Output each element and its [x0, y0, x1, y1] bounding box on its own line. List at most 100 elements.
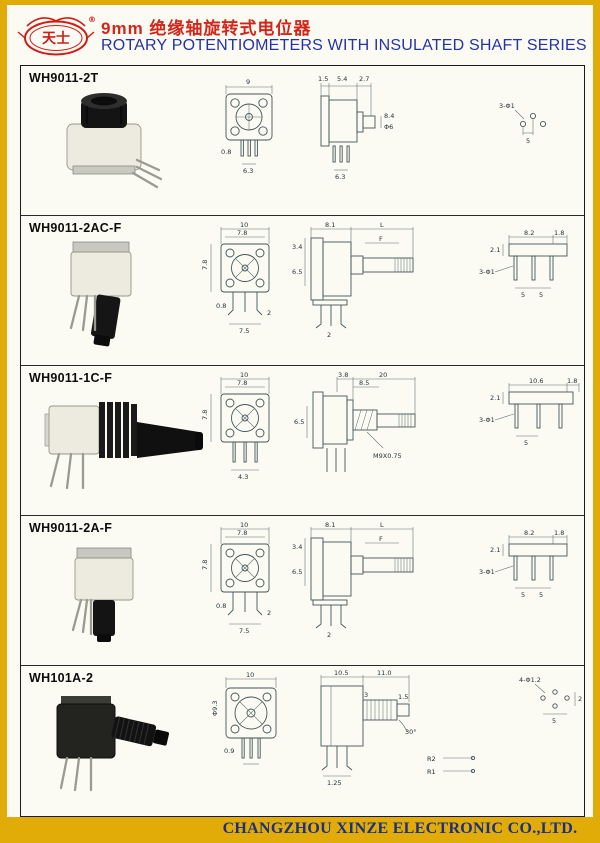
- table-row: WH9011-1C-F: [21, 366, 584, 516]
- dim-label: 1.5: [398, 693, 408, 701]
- dim-label: 2: [578, 695, 582, 703]
- table-row: WH9011-2T: [21, 66, 584, 216]
- dim-label: 2.1: [490, 546, 500, 554]
- dim-label: Φ9.3: [211, 701, 219, 716]
- dim-label: 6.5: [294, 418, 304, 426]
- model-label: WH9011-2A-F: [29, 521, 113, 535]
- row-graphics: 10 Φ9.3 0.9: [56, 669, 582, 792]
- dim-label: 2: [267, 609, 271, 617]
- detail-label: 3-Φ1: [479, 268, 495, 276]
- angle-label: 30°: [405, 728, 417, 736]
- product-photo: [56, 696, 170, 792]
- dim-label: 10.6: [529, 377, 543, 385]
- dim-label: 5.4: [337, 75, 347, 83]
- thread-label: M9X0.75: [373, 452, 402, 460]
- model-label: WH9011-2T: [29, 71, 99, 85]
- pin-detail-drawing: 8.2 1.8 2.1 3-Φ1 5 5: [479, 229, 568, 299]
- dim-label: 5: [521, 591, 525, 599]
- dim-label: 5: [552, 717, 556, 725]
- product-photo: [71, 547, 134, 642]
- side-view-drawing: 3.8 20 8.5 6.5: [294, 371, 416, 472]
- terminal-label: R1: [427, 768, 436, 776]
- dim-label: 5: [539, 291, 543, 299]
- dim-label: 7.8: [201, 560, 209, 570]
- dim-label: 2.1: [490, 394, 500, 402]
- product-photo: [66, 93, 163, 189]
- dim-label: 6.3: [335, 173, 345, 181]
- dim-label: 9: [246, 78, 250, 86]
- detail-label: 3-Φ1: [499, 102, 515, 110]
- brand-logo: 天士 ®: [17, 15, 96, 56]
- dim-label: 7.8: [201, 410, 209, 420]
- dim-label: 7.8: [237, 379, 247, 387]
- dim-label: 8.2: [524, 529, 534, 537]
- pin-detail-drawing: 3-Φ1 5: [499, 102, 547, 145]
- dim-label: 5: [539, 591, 543, 599]
- dim-label: 10.5: [334, 669, 348, 677]
- dim-label: 5: [521, 291, 525, 299]
- dim-label: L: [380, 521, 384, 529]
- dim-label: 0.8: [216, 302, 226, 310]
- pin-detail-drawing: 4-Φ1.2 2 5: [519, 676, 582, 725]
- detail-label: 3-Φ1: [479, 416, 495, 424]
- row-graphics: 9 0.8 6: [66, 75, 547, 189]
- table-row: WH101A-2: [21, 666, 584, 815]
- dim-label: 3.8: [338, 371, 348, 379]
- dim-label: 10: [246, 671, 254, 679]
- dim-label: 1.5: [318, 75, 328, 83]
- circuit-labels: R2 R1: [427, 755, 476, 776]
- dim-label: 3.4: [292, 243, 302, 251]
- dim-label: 5: [526, 137, 530, 145]
- model-label: WH9011-2AC-F: [29, 221, 122, 235]
- dim-label: 10: [240, 521, 248, 529]
- dim-label: L: [380, 221, 384, 229]
- dim-label: 7.8: [237, 229, 247, 237]
- dim-label: 6.3: [243, 167, 253, 175]
- dim-label: 0.8: [221, 148, 231, 156]
- front-view-drawing: 10 7.8 7.8: [201, 221, 271, 335]
- dim-label: 2: [327, 631, 331, 639]
- pin-detail-drawing: 8.2 1.8 2.1 3-Φ1 5 5: [479, 529, 568, 599]
- dim-label: 10: [240, 371, 248, 379]
- side-view-drawing: 10.5 11.0 3 1.5 30° 1.25: [320, 669, 417, 787]
- dim-label: 7.5: [239, 327, 249, 335]
- dim-label: 3: [364, 691, 368, 699]
- front-view-drawing: 10 Φ9.3 0.9: [211, 671, 277, 765]
- pin-detail-drawing: 10.6 1.8 2.1 3-Φ1 5: [479, 377, 580, 447]
- dim-label: 6.5: [292, 268, 302, 276]
- dim-label: 7.8: [237, 529, 247, 537]
- sheet: 天士 ® 9mm 绝缘轴旋转式电位器 ROTARY POTENTIOMETERS…: [7, 5, 593, 817]
- front-view-drawing: 9 0.8 6: [221, 78, 273, 175]
- table-row: WH9011-2A-F 10: [21, 516, 584, 666]
- dim-label: 0.9: [224, 747, 234, 755]
- dim-label: 2: [327, 331, 331, 339]
- dim-label: 8.4: [384, 112, 394, 120]
- detail-label: 3-Φ1: [479, 568, 495, 576]
- table-row: WH9011-2AC-F: [21, 216, 584, 366]
- row-graphics: 10 7.8 7.8: [69, 221, 568, 347]
- side-view-drawing: 1.5 5.4 2.7 8.4 Φ6 6.3: [318, 75, 394, 181]
- dim-label: F: [379, 535, 383, 543]
- terminal-label: R2: [427, 755, 436, 763]
- detail-label: 4-Φ1.2: [519, 676, 541, 684]
- side-view-drawing: 8.1 L F 3.4 6.5: [292, 221, 414, 339]
- front-view-drawing: 10 7.8 7.8: [201, 521, 271, 635]
- dim-label: 8.1: [325, 521, 335, 529]
- product-photo: [69, 241, 132, 347]
- dim-label: 4.3: [238, 473, 248, 481]
- dim-label: 1.8: [554, 529, 564, 537]
- dim-label: 2: [267, 309, 271, 317]
- model-label: WH101A-2: [29, 671, 94, 685]
- dim-label: 3.4: [292, 543, 302, 551]
- model-label: WH9011-1C-F: [29, 371, 113, 385]
- dim-label: 8.2: [524, 229, 534, 237]
- footer-company: CHANGZHOU XINZE ELECTRONIC CO.,LTD.: [222, 820, 578, 837]
- dim-label: 1.8: [554, 229, 564, 237]
- dim-label: 2.1: [490, 246, 500, 254]
- front-view-drawing: 10 7.8 7.8: [201, 371, 270, 481]
- dim-label: 6.5: [292, 568, 302, 576]
- dim-label: 8.1: [325, 221, 335, 229]
- side-view-drawing: 8.1 L F 3.4 6.5: [292, 521, 414, 639]
- product-table: WH9011-2T: [20, 65, 585, 817]
